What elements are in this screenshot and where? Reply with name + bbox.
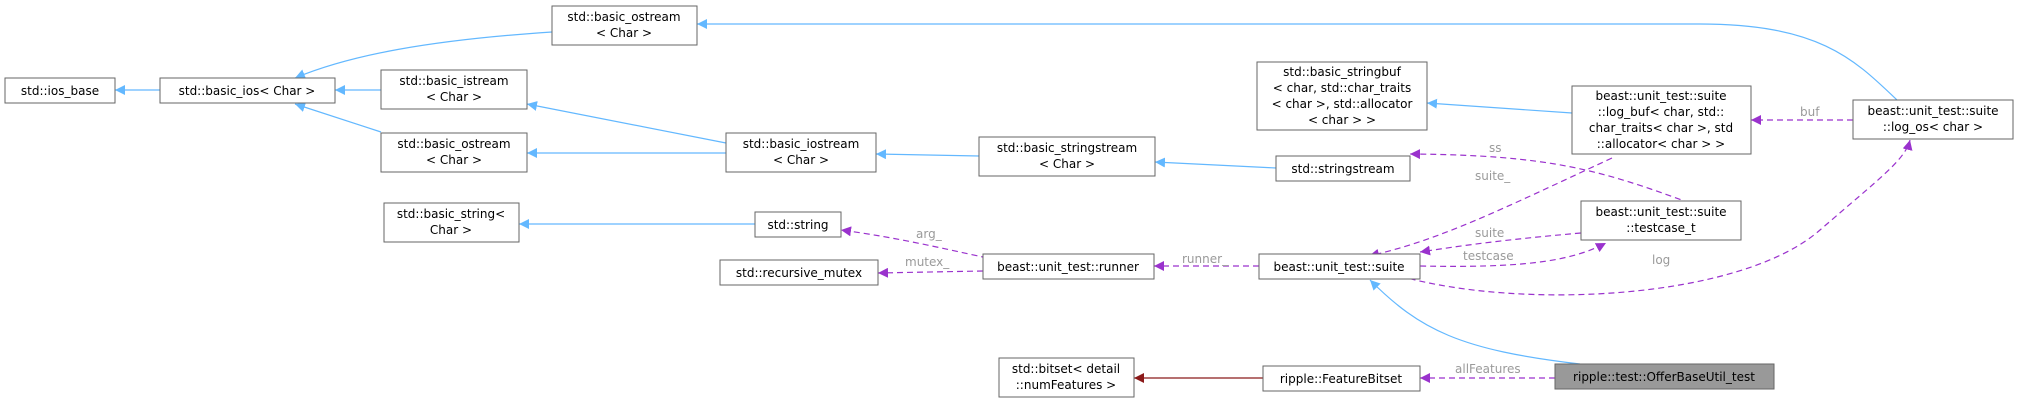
edge-label-all-features: allFeatures [1455,362,1521,376]
node-label-line: ::allocator< char > > [1597,137,1725,151]
node-label-line: ::numFeatures > [1016,378,1116,392]
node-label-line: < Char > [1039,157,1095,171]
edge-ostream-mid-to-basic-ios [294,102,382,133]
node-label-line: < char, std::char_traits [1273,81,1411,95]
node-std-basic-stringbuf[interactable]: std::basic_stringbuf < char, std::char_t… [1256,61,1428,131]
node-label-line: std::basic_iostream [743,137,860,151]
edge-label-buf: buf [1800,105,1820,119]
node-std-basic-iostream[interactable]: std::basic_iostream < Char > [725,132,877,173]
edge-label-ss: ss [1489,141,1502,155]
edge-log-buf-to-basic-stringbuf [1426,98,1573,114]
edge-label-suite-a: suite_ [1475,169,1511,183]
node-label-line: < Char > [426,90,482,104]
edge-label-testcase: testcase [1463,249,1514,263]
node-std-basic-ios[interactable]: std::basic_ios< Char > [159,77,336,104]
edge-label-log: log [1652,253,1670,267]
usage-edges [840,115,1913,383]
node-beast-suite[interactable]: beast::unit_test::suite [1258,253,1421,280]
node-label-line: std::ios_base [21,84,99,98]
edge-stringstream-to-basic-stringstream [1154,157,1277,169]
node-std-string[interactable]: std::string [754,211,842,238]
node-label-line: < Char > [596,26,652,40]
node-label-line: std::basic_stringbuf [1283,65,1401,79]
node-label-line: < char > > [1308,113,1376,127]
node-label-line: ::testcase_t [1626,221,1696,235]
node-label-line: < Char > [426,153,482,167]
node-label-line: < Char > [773,153,829,167]
node-std-basic-ostream-top[interactable]: std::basic_ostream < Char > [551,5,698,46]
edge-suite-testcase [1419,242,1607,267]
node-label-line: ::log_buf< char, std:: [1598,105,1724,119]
node-suite-log-os[interactable]: beast::unit_test::suite ::log_os< char > [1852,99,2014,140]
node-label-line: < char >, std::allocator [1272,97,1413,111]
edge-log-buf-suite [1368,157,1613,259]
edge-iostream-to-istream [526,101,727,144]
node-suite-testcase-t[interactable]: beast::unit_test::suite ::testcase_t [1580,200,1742,241]
node-suite-log-buf[interactable]: beast::unit_test::suite ::log_buf< char,… [1571,85,1752,155]
node-label-line: Char > [430,223,472,237]
edge-label-arg: arg_ [916,227,943,241]
edge-label-suite-b: suite [1475,226,1504,240]
node-label-line: std::basic_istream [399,74,508,88]
node-std-basic-ostream-mid[interactable]: std::basic_ostream < Char > [380,132,528,173]
node-label-line: beast::unit_test::suite [1595,89,1726,103]
node-std-basic-istream[interactable]: std::basic_istream < Char > [380,69,528,110]
edge-stringstream-basic-to-iostream [875,149,980,160]
edge-offer-test-to-suite [1369,279,1581,365]
node-label-line: std::basic_stringstream [997,141,1137,155]
node-label-line: ripple::test::OfferBaseUtil_test [1573,370,1755,384]
node-ripple-offer-base-util-test[interactable]: ripple::test::OfferBaseUtil_test [1554,363,1775,390]
node-label-line: std::string [767,218,828,232]
node-ripple-feature-bitset[interactable]: ripple::FeatureBitset [1262,365,1421,392]
edge-log-os-to-ostream-top [697,19,1898,101]
inheritance-edges [115,19,1898,365]
node-std-basic-stringstream[interactable]: std::basic_stringstream < Char > [978,136,1156,177]
edge-label-runner: runner_ [1182,252,1229,266]
node-label-line: std::bitset< detail [1012,362,1120,376]
node-label-line: std::stringstream [1291,162,1394,176]
node-label-line: char_traits< char >, std [1589,121,1733,135]
node-std-bitset[interactable]: std::bitset< detail ::numFeatures > [998,357,1135,398]
node-label-line: std::basic_string< [397,207,505,221]
node-std-recursive-mutex[interactable]: std::recursive_mutex [719,259,879,286]
node-label-line: std::basic_ios< Char > [179,84,316,98]
node-label-line: ::log_os< char > [1883,120,1983,134]
node-label-line: std::basic_ostream [397,137,510,151]
node-label-line: beast::unit_test::suite [1867,104,1998,118]
edge-runner-mutex [877,267,984,278]
node-label-line: beast::unit_test::suite [1595,205,1726,219]
node-std-basic-string[interactable]: std::basic_string< Char > [383,202,520,243]
edge-testcase-ss [1409,149,1691,204]
node-label-line: std::recursive_mutex [736,266,862,280]
edge-label-mutex: mutex_ [905,255,950,269]
edge-suite-log [1399,139,1913,296]
edge-ostream-top-to-basic-ios [294,31,553,79]
node-label-line: ripple::FeatureBitset [1280,372,1403,386]
node-label-line: beast::unit_test::runner [997,260,1139,274]
node-beast-runner[interactable]: beast::unit_test::runner [982,253,1155,280]
node-std-stringstream[interactable]: std::stringstream [1275,155,1411,182]
node-label-line: std::basic_ostream [567,10,680,24]
node-label-line: beast::unit_test::suite [1273,260,1404,274]
node-std-ios-base[interactable]: std::ios_base [4,77,116,104]
edge-labels: buf ss suite_ suite testcase log runner_… [905,105,1820,376]
